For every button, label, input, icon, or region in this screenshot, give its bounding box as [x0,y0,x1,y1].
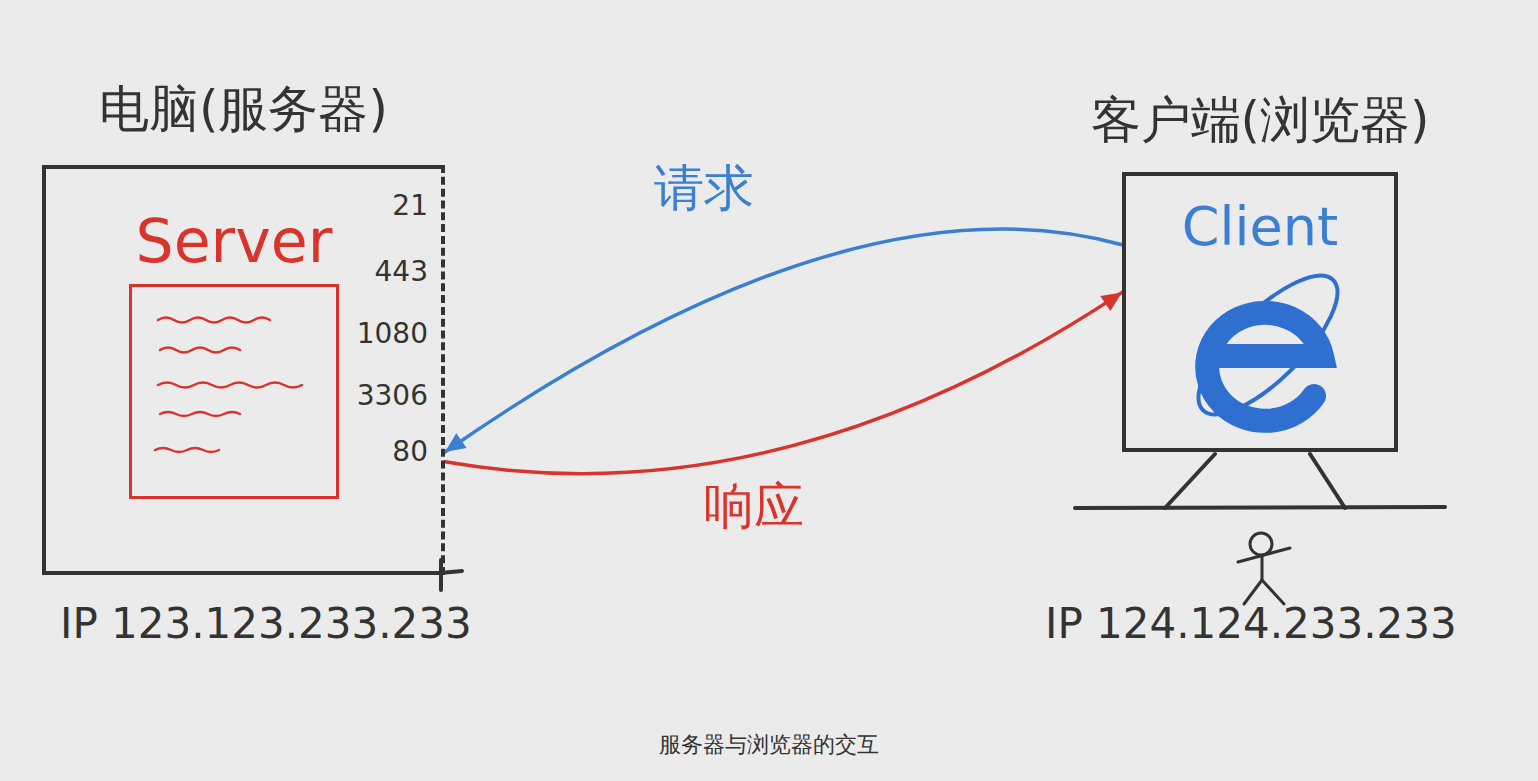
connector-line [445,292,1122,473]
ip-address: IP 124.124.233.233 [1045,600,1457,648]
code-line [158,383,302,388]
code-line [160,348,240,353]
ie-letter [1207,313,1322,421]
stand-leg [1310,454,1345,508]
ie-logo [1179,256,1357,434]
figure-body [1261,556,1264,580]
response-arrow [445,292,1122,473]
desk-line [1075,507,1445,508]
client-monitor: 客户端(浏览器)Client [1122,172,1398,452]
client-text: Client [1182,196,1338,258]
ie-orbit [1179,256,1357,434]
stand-leg [1165,454,1215,508]
client-heading: 客户端(浏览器) [1091,92,1430,150]
request-arrow [445,229,1122,452]
server-heading: Server [136,207,333,276]
stick-figure [1238,533,1290,604]
code-line [158,318,270,323]
port-number: 443 [340,256,428,288]
code-squiggles [155,318,302,453]
figure-arms [1238,548,1290,562]
code-line [155,448,219,452]
caption: 服务器与浏览器的交互 [659,732,879,757]
arrowhead [1100,292,1122,311]
edge-label: 请求 [650,160,758,218]
connector-line [445,229,1122,452]
port-number: 1080 [340,318,428,350]
server-program-box: Server [129,284,339,499]
figure-head [1250,533,1272,555]
edge-label: 响应 [700,478,808,536]
port-number: 21 [340,190,428,222]
monitor-stand [1075,454,1445,508]
arrowhead [445,433,467,452]
server-computer: 电脑(服务器)Server [42,165,445,575]
code-line [160,412,240,416]
computer-heading: 电脑(服务器) [99,81,388,139]
port-number: 3306 [340,380,428,412]
port-number: 80 [340,436,428,468]
ip-address: IP 123.123.233.233 [60,600,472,648]
